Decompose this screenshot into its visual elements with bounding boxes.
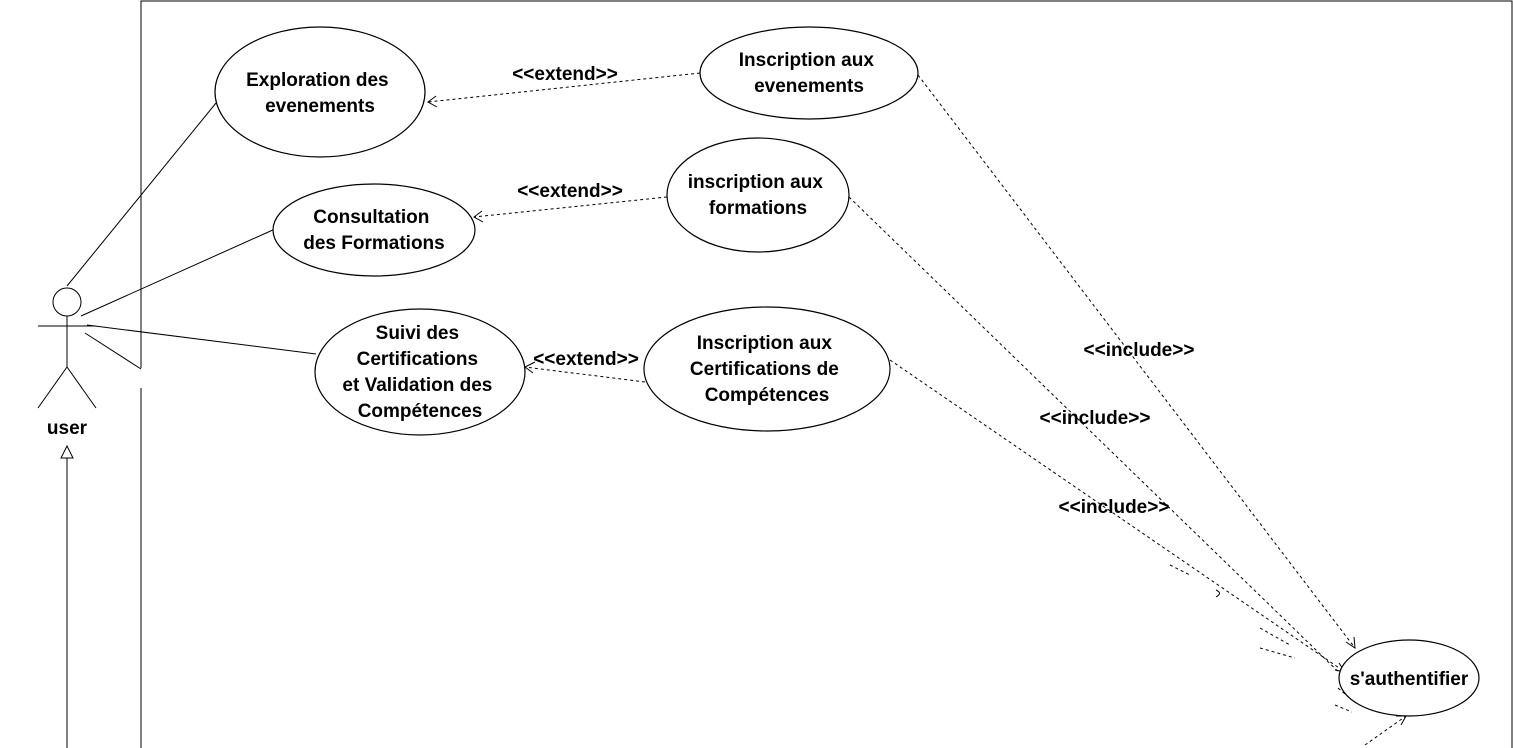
svg-text:Inscription aux Certific: Inscription aux Certifications de Compét… [690, 333, 844, 406]
use-case-label-line: formations [709, 198, 807, 219]
include-line-evenements [917, 74, 1356, 649]
use-case-label-line: Suivi des [376, 323, 459, 344]
use-case-label-line: Certifications de [690, 359, 839, 380]
use-case-inscription-formations[interactable]: inscription aux formations [666, 137, 850, 253]
extend-label-3: <<extend>> [533, 349, 639, 370]
extend-arrowhead-formations [473, 210, 484, 223]
use-case-authentifier[interactable]: s'authentifier [1338, 639, 1480, 717]
extend-arrowhead-evenements [427, 95, 438, 108]
svg-text:Suivi des Certifications: Suivi des Certifications et Validation d… [342, 323, 497, 422]
use-case-inscription-evenements[interactable]: Inscription aux evenements [699, 26, 919, 120]
association-suivi [86, 324, 317, 355]
association-stub [84, 332, 142, 370]
use-case-inscription-certifications[interactable]: Inscription aux Certifications de Compét… [643, 306, 891, 432]
use-case-suivi-certifications[interactable]: Suivi des Certifications et Validation d… [314, 308, 526, 436]
association-consultation [80, 228, 276, 317]
include-label-3: <<include>> [1059, 497, 1170, 518]
use-case-label-line: s'authentifier [1350, 669, 1469, 690]
use-case-label-line: des Formations [303, 233, 444, 254]
include-label-1: <<include>> [1084, 340, 1195, 361]
use-case-label-line: Compétences [358, 401, 483, 422]
svg-text:Inscription aux evenemen: Inscription aux evenements [739, 50, 879, 97]
use-case-label-line: Exploration des [246, 70, 389, 91]
extend-label-1: <<extend>> [512, 64, 618, 85]
actor-head [52, 287, 82, 317]
use-case-label-line: evenements [265, 96, 375, 117]
actor-label: user [47, 418, 88, 439]
actor-user[interactable]: user [37, 287, 97, 439]
include-line-lower [1364, 715, 1407, 746]
use-case-label-line: Certifications [357, 349, 478, 370]
dashed-artifacts [1169, 564, 1353, 713]
extend-label-2: <<extend>> [517, 181, 623, 202]
boundary-gap [136, 368, 146, 388]
actor-right-leg [66, 366, 97, 409]
generalization-arrow [60, 444, 74, 748]
svg-text:Consultation des Formati: Consultation des Formations [303, 207, 444, 254]
extend-line-formations [473, 196, 668, 218]
use-case-label-line: evenements [754, 76, 864, 97]
extend-line-certifications [524, 366, 646, 383]
use-case-consultation[interactable]: Consultation des Formations [272, 183, 476, 277]
use-case-exploration[interactable]: Exploration des evenements [214, 26, 426, 158]
use-case-label-line: Compétences [705, 385, 830, 406]
use-case-label-line: Inscription aux [697, 333, 833, 354]
use-case-label-line: Consultation [313, 207, 429, 228]
include-line-formations [848, 196, 1351, 684]
svg-text:inscription aux formatio: inscription aux formations [688, 172, 828, 219]
actor-left-leg [37, 366, 68, 409]
svg-text:Exploration des evenemen: Exploration des evenements [246, 70, 394, 117]
use-case-label-line: inscription aux [688, 172, 824, 193]
use-case-label-line: Inscription aux [739, 50, 875, 71]
use-case-label-line: et Validation des [342, 375, 492, 396]
include-label-2: <<include>> [1040, 408, 1151, 429]
include-arrowhead-evenements [1345, 636, 1356, 649]
include-line-certifications [889, 359, 1346, 673]
association-exploration [66, 102, 217, 287]
